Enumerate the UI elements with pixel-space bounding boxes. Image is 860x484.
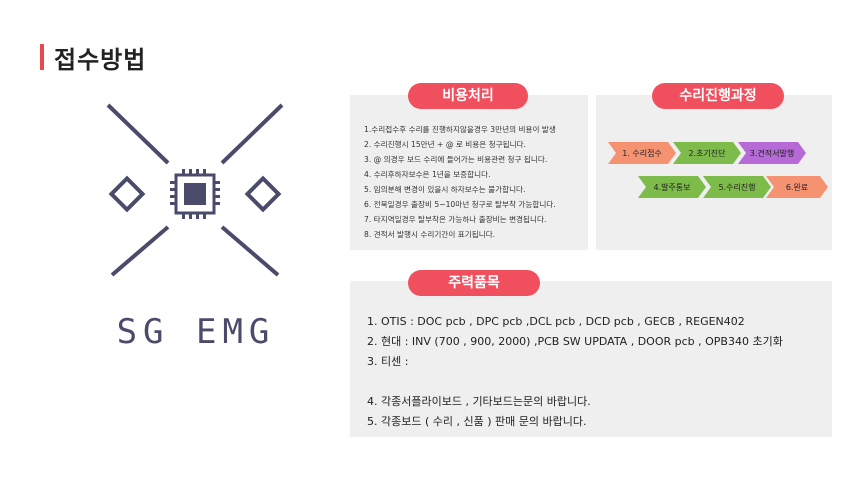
process-step-1: 1. 수리접수 — [608, 142, 676, 164]
items-line: 3. 티센 : — [367, 355, 409, 368]
step-arrow-shape — [673, 142, 741, 164]
items-line: 5. 각종보드 ( 수리 , 신품 ) 판매 문의 바랍니다. — [367, 415, 587, 428]
items-line: 1. OTIS : DOC pcb , DPC pcb ,DCL pcb , D… — [367, 315, 745, 328]
process-panel — [596, 95, 832, 250]
step-arrow-shape — [766, 176, 828, 198]
step-arrow-shape — [738, 142, 806, 164]
process-step-2: 2.초기진단 — [673, 142, 741, 164]
process-step-6: 6.완료 — [766, 176, 828, 198]
process-heading: 수리진행과정 — [652, 83, 784, 109]
cost-item: 8. 견적서 발행시 수리기간이 표기됩니다. — [364, 230, 496, 239]
items-line — [367, 372, 827, 392]
cost-item: 2. 수리진행시 15만년 + @ 로 비용은 청구됩니다. — [364, 140, 526, 149]
page-title: 접수방법 — [54, 46, 147, 74]
items-panel — [350, 281, 832, 437]
step-arrow-shape — [638, 176, 706, 198]
cost-list: 1.수리접수후 수리를 진행하지않을경우 3만년의 비용이 발생 2. 수리진행… — [364, 122, 584, 242]
cost-item: 4. 수리후하자보수은 1년을 보증합니다. — [364, 170, 491, 179]
sg-emg-logo — [106, 103, 284, 277]
logo-line-bottom-left — [110, 225, 170, 277]
cost-panel — [350, 95, 588, 250]
cost-item: 3. @ 의경우 보드 수리에 들어가는 비용관련 청구 됩니다. — [364, 155, 548, 164]
logo-chip-pins — [170, 169, 220, 219]
brand-name: SG EMG — [116, 312, 276, 352]
step-arrow-shape — [608, 142, 676, 164]
process-step-4: 4.발주통보 — [638, 176, 706, 198]
items-line: 2. 현대 : INV (700 , 900, 2000) ,PCB SW UP… — [367, 335, 783, 348]
cost-item: 5. 임의분해 변경이 있을시 하자보수는 불가합니다. — [364, 185, 526, 194]
logo-chip-core — [184, 183, 206, 205]
items-line: 4. 각종서플라이보드 , 기타보드는문의 바랍니다. — [367, 395, 591, 408]
items-list: 1. OTIS : DOC pcb , DPC pcb ,DCL pcb , D… — [367, 312, 827, 432]
step-arrow-shape — [703, 176, 771, 198]
logo-chip-outline — [174, 173, 216, 215]
logo-diamond-right — [244, 175, 282, 213]
process-step-3: 3.견적서발행 — [738, 142, 806, 164]
title-accent-bar — [40, 44, 44, 70]
cost-item: 6. 전북일경우 출장비 5~10마넌 청구로 탈부착 가능합니다. — [364, 200, 556, 209]
logo-line-top-right — [220, 103, 284, 165]
process-step-5: 5.수리진행 — [703, 176, 771, 198]
cost-item: 7. 타지역일경우 탈부착은 가능하나 출장비는 변경됩니다. — [364, 215, 547, 224]
cost-item: 1.수리접수후 수리를 진행하지않을경우 3만년의 비용이 발생 — [364, 125, 556, 134]
logo-diamond-left — [108, 175, 146, 213]
cost-heading: 비용처리 — [408, 83, 528, 109]
items-heading: 주력품목 — [408, 270, 540, 296]
logo-line-top-left — [106, 103, 170, 165]
logo-line-bottom-right — [220, 225, 280, 277]
